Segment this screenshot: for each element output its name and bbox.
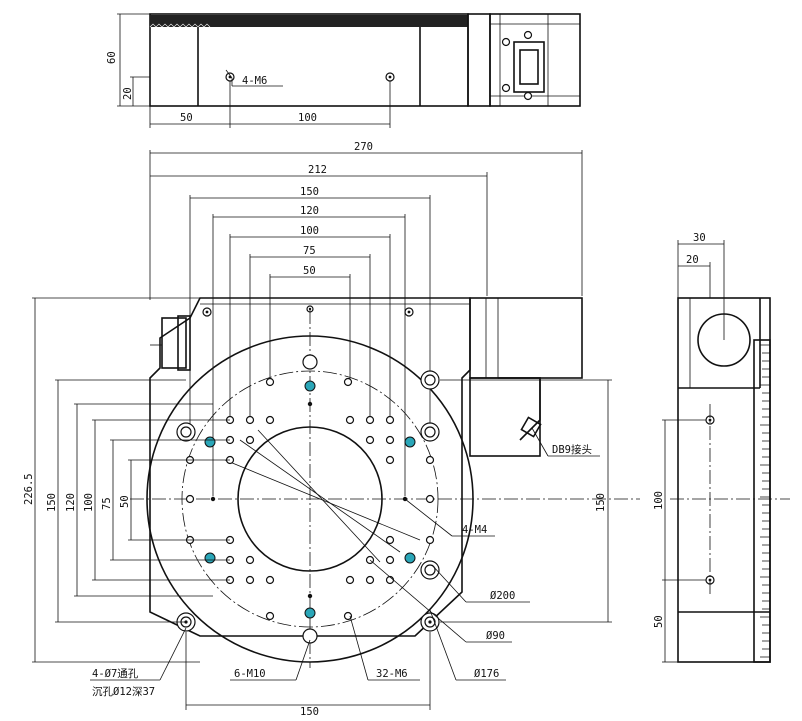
top-view: 4-M6 60 20 50 100 bbox=[106, 13, 581, 128]
side-view: 30 20 100 50 bbox=[653, 232, 790, 663]
through-hole-label: 4-Ø7通孔 bbox=[92, 667, 139, 680]
m4-label: 4-M4 bbox=[462, 524, 487, 536]
dim-overall-height: 226.5 bbox=[23, 473, 35, 505]
m6-label: 32-M6 bbox=[376, 668, 408, 680]
dim-v100: 100 bbox=[83, 493, 95, 512]
top-holes-label: 4-M6 bbox=[242, 75, 267, 87]
d200-label: Ø200 bbox=[490, 590, 515, 602]
counterbore-label: 沉孔Ø12深37 bbox=[92, 685, 155, 698]
top-dim-offset: 20 bbox=[122, 87, 134, 100]
dim-50: 50 bbox=[303, 265, 316, 277]
side-dim-100: 100 bbox=[653, 491, 665, 510]
dim-100: 100 bbox=[300, 225, 319, 237]
m10-label: 6-M10 bbox=[234, 668, 266, 680]
top-dim-height: 60 bbox=[106, 51, 118, 64]
dim-right150: 150 bbox=[595, 493, 607, 512]
side-dim-50: 50 bbox=[653, 615, 665, 628]
dim-v150: 150 bbox=[46, 493, 58, 512]
dim-v50: 50 bbox=[119, 495, 131, 508]
db9-label: DB9接头 bbox=[552, 443, 592, 456]
dim-v75: 75 bbox=[101, 497, 113, 510]
front-view: 270 212 150 120 100 75 50 bbox=[23, 141, 640, 718]
dim-120: 120 bbox=[300, 205, 319, 217]
dim-75: 75 bbox=[303, 245, 316, 257]
dim-overall-width: 270 bbox=[354, 141, 373, 153]
d176-label: Ø176 bbox=[474, 668, 499, 680]
m6-holes-right bbox=[343, 415, 435, 621]
dim-212: 212 bbox=[308, 164, 327, 176]
dim-v120: 120 bbox=[65, 493, 77, 512]
top-dim-spacing: 100 bbox=[298, 112, 317, 124]
side-dim-30: 30 bbox=[693, 232, 706, 244]
side-dim-20: 20 bbox=[686, 254, 699, 266]
dim-150: 150 bbox=[300, 186, 319, 198]
top-dim-left: 50 bbox=[180, 112, 193, 124]
d90-label: Ø90 bbox=[486, 630, 505, 642]
dim-bottom150: 150 bbox=[300, 706, 319, 718]
